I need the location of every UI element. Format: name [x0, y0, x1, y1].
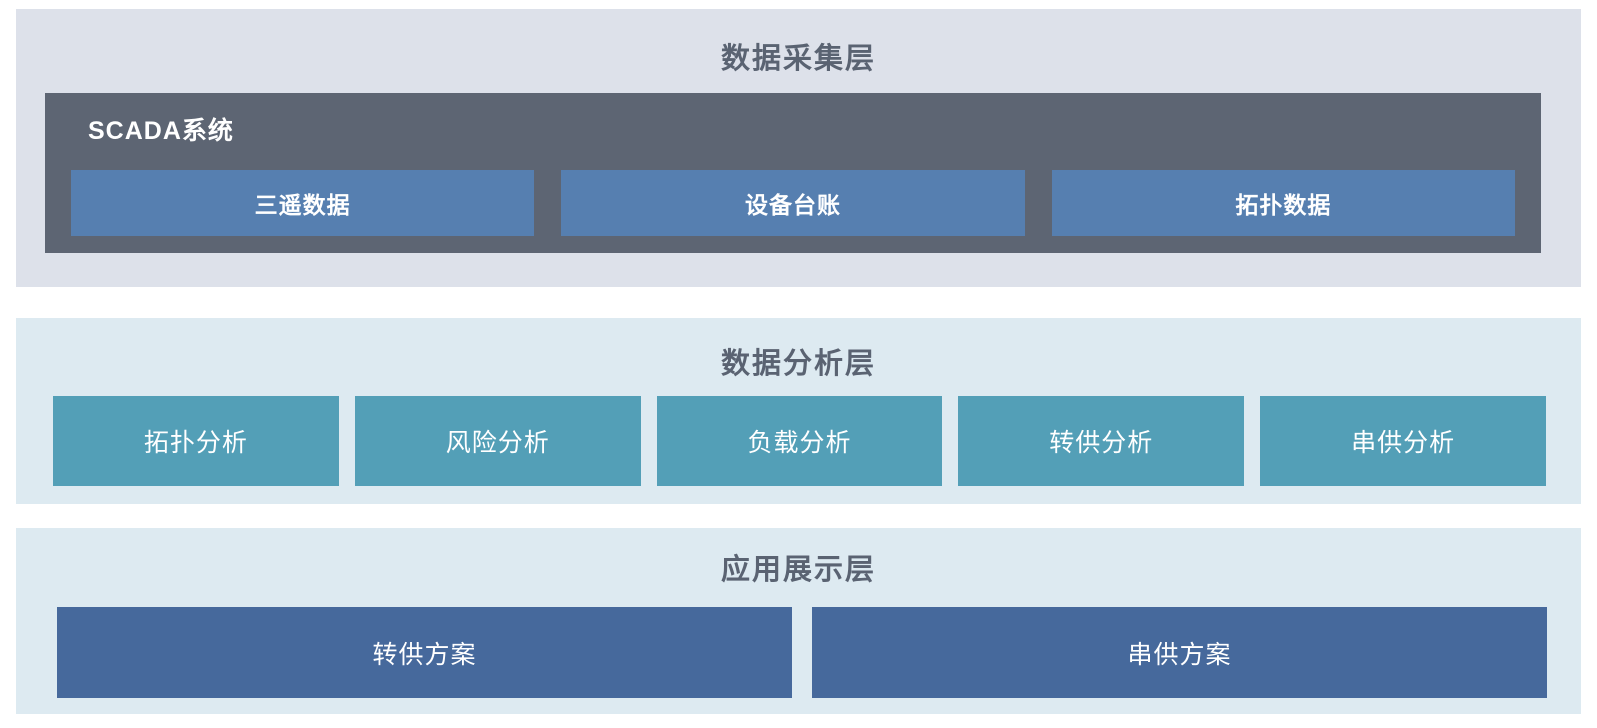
box-equipment-ledger: 设备台账: [561, 170, 1025, 236]
box-topology-analysis: 拓扑分析: [53, 396, 339, 486]
box-risk-analysis: 风险分析: [354, 396, 641, 486]
data-analysis-layer: 数据分析层 拓扑分析 风险分析 负载分析 转供分析 串供分析: [16, 318, 1581, 504]
box-transfer-supply-plan: 转供方案: [57, 607, 792, 698]
box-cascade-supply-analysis: 串供分析: [1260, 396, 1546, 486]
analysis-row: 拓扑分析 风险分析 负载分析 转供分析 串供分析: [53, 396, 1546, 486]
application-row: 转供方案 串供方案: [57, 607, 1547, 698]
scada-system-label: SCADA系统: [88, 117, 234, 145]
box-transfer-supply-analysis: 转供分析: [958, 396, 1245, 486]
box-telemetry-data: 三遥数据: [71, 170, 535, 236]
application-display-layer-title: 应用展示层: [720, 554, 876, 586]
application-display-layer: 应用展示层 转供方案 串供方案: [16, 528, 1581, 714]
scada-data-row: 三遥数据 设备台账 拓扑数据: [45, 170, 1541, 236]
scada-system-panel: SCADA系统 三遥数据 设备台账 拓扑数据: [45, 93, 1541, 253]
data-collection-layer-title: 数据采集层: [720, 43, 876, 75]
box-cascade-supply-plan: 串供方案: [812, 607, 1547, 698]
box-topology-data: 拓扑数据: [1051, 170, 1515, 236]
data-collection-layer: 数据采集层 SCADA系统 三遥数据 设备台账 拓扑数据: [16, 9, 1581, 287]
data-analysis-layer-title: 数据分析层: [720, 348, 876, 380]
box-load-analysis: 负载分析: [656, 396, 943, 486]
